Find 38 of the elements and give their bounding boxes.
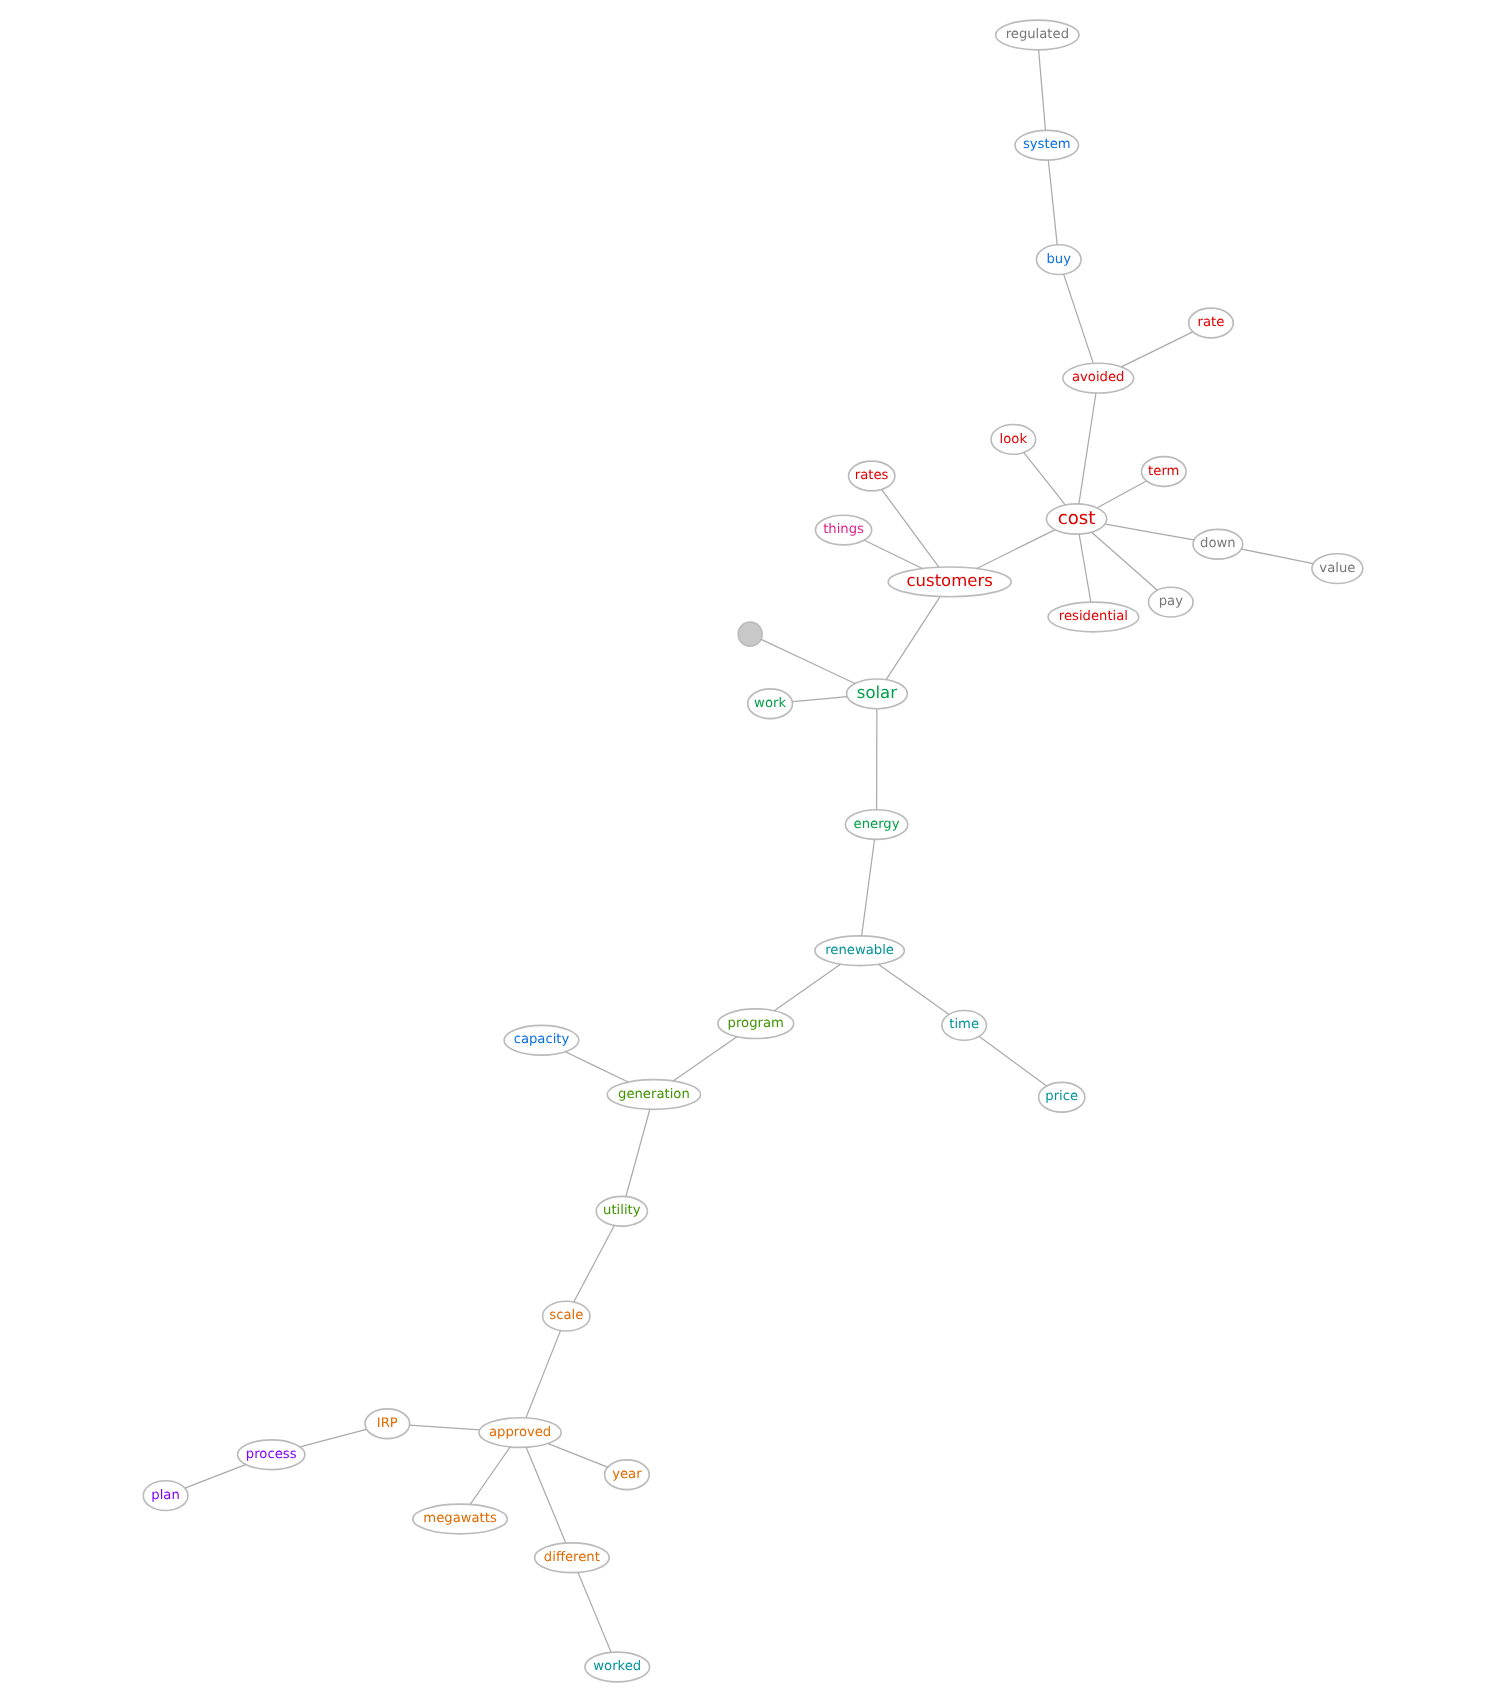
connector: [564, 1051, 629, 1083]
connector: [1120, 331, 1194, 368]
connector: [791, 696, 848, 703]
connector: [878, 963, 950, 1015]
connector: [876, 708, 878, 811]
connector: [773, 963, 841, 1012]
connector: [1038, 49, 1047, 131]
connector: [577, 1571, 612, 1653]
connector: [299, 1428, 367, 1448]
connector: [1047, 159, 1058, 246]
connector: [184, 1464, 247, 1489]
connector: [525, 1330, 562, 1419]
connector: [1096, 480, 1147, 509]
connector: [625, 1108, 651, 1198]
connector: [525, 1446, 567, 1544]
connector: [976, 529, 1056, 570]
connector: [1023, 451, 1066, 506]
connector: [760, 638, 856, 685]
connector: [469, 1446, 511, 1505]
connector: [408, 1424, 481, 1431]
node-ellipse: cost: [1045, 503, 1108, 535]
connector: [1078, 392, 1097, 505]
connector: [861, 838, 876, 937]
connector: [1104, 523, 1195, 541]
connector: [1078, 533, 1092, 603]
connector: [978, 1035, 1047, 1087]
connector: [1063, 273, 1094, 364]
connector: [1241, 548, 1314, 565]
node-ellipse: customers: [887, 566, 1012, 598]
connector: [881, 488, 940, 568]
connector: [1091, 531, 1158, 591]
node-ellipse: solar: [845, 678, 909, 710]
connector: [573, 1224, 615, 1303]
connector: [547, 1443, 609, 1468]
node-circle: [737, 621, 763, 647]
connector: [672, 1036, 738, 1082]
connector: [885, 596, 941, 681]
connector: [863, 539, 923, 570]
